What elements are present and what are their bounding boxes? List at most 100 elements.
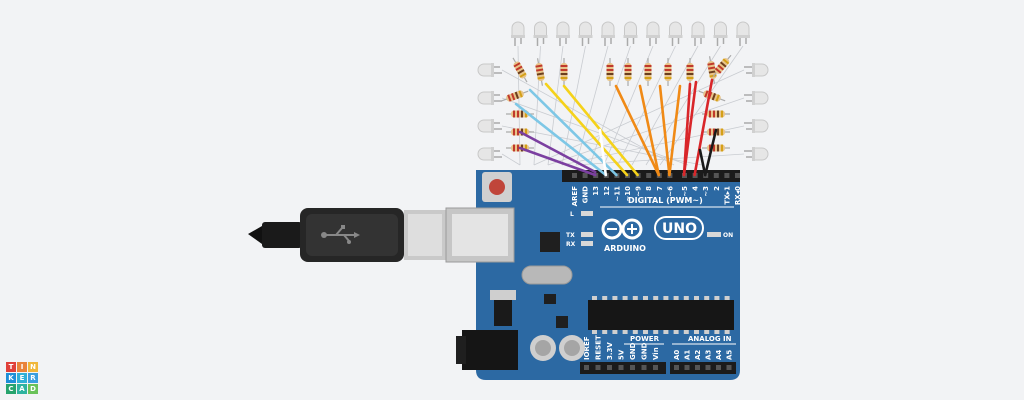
jumper-wire[interactable] [658,84,671,177]
resistor[interactable] [686,58,694,86]
resistor-band [704,90,709,98]
analog-pin-hole[interactable] [726,365,732,370]
led-base [623,35,638,38]
led[interactable] [511,21,525,46]
digital-pin-hole[interactable] [713,173,719,178]
led[interactable] [601,21,615,46]
jumper-wire[interactable] [698,148,707,177]
led[interactable] [556,21,570,46]
led-body [753,63,769,77]
resistor-body [535,63,545,81]
analog-pin-hole[interactable] [716,365,721,370]
digital-pin-hole[interactable] [582,173,588,178]
resistor[interactable] [710,53,733,79]
jumper-wire[interactable] [518,146,597,177]
led-tx-label: TX [566,232,575,239]
reset-button-cap[interactable] [489,179,505,195]
chip-pin [704,330,710,334]
led[interactable] [646,21,660,46]
jumper-wire[interactable] [638,84,661,177]
resistor[interactable] [534,58,546,87]
digital-pin-hole[interactable] [735,173,740,178]
resistor-band [722,58,730,65]
resistor-body [644,63,652,81]
small-chip [544,294,556,304]
chip-pin [663,296,669,300]
led[interactable] [668,21,683,46]
resistor-band [517,128,519,136]
power-pin-hole[interactable] [653,365,658,370]
resistor-band [717,128,719,136]
resistor[interactable] [702,144,730,152]
usb-cable[interactable] [248,208,446,262]
led[interactable] [744,91,769,105]
led[interactable] [691,21,705,46]
resistor-band [560,73,568,75]
chip-pin [602,296,608,300]
power-pin-hole[interactable] [641,365,647,370]
led[interactable] [477,91,502,105]
led-base [491,91,494,105]
led[interactable] [477,147,502,161]
jumper-wire[interactable] [514,102,608,177]
led[interactable] [744,119,769,133]
power-pin-hole[interactable] [607,365,612,370]
resistor[interactable] [506,110,534,118]
resistor[interactable] [560,58,568,86]
analog-pin-hole[interactable] [674,365,679,370]
power-pin-hole[interactable] [630,365,635,370]
jumper-wires[interactable] [514,78,718,177]
led[interactable] [713,21,728,46]
jumper-wire[interactable] [544,82,629,177]
led[interactable] [477,63,502,77]
digital-pin-hole[interactable] [572,173,577,178]
jumper-wire[interactable] [693,78,714,177]
jumper-wire[interactable] [614,84,661,177]
power-pin-label: GND [629,342,637,360]
resistor[interactable] [501,88,530,104]
resistor[interactable] [606,58,614,86]
power-pin-hole[interactable] [595,365,601,370]
chip-pin [592,296,597,300]
power-pin-hole[interactable] [584,365,589,370]
digital-pin-label: 13 [592,186,600,196]
led-body [556,21,570,37]
resistor[interactable] [644,58,652,86]
power-pin-hole[interactable] [618,365,624,370]
jumper-wire[interactable] [682,82,692,177]
led[interactable] [533,21,548,46]
led-l-label: L [570,211,574,218]
resistor[interactable] [624,58,632,86]
led-on [707,232,721,237]
led-body [534,21,547,37]
digital-pin-hole[interactable] [724,173,730,178]
led-body [477,147,493,161]
digital-pin-label: 7 [656,186,664,191]
regulator-tab [490,290,516,300]
crystal [521,265,573,285]
led-body [579,21,592,37]
led[interactable] [736,21,750,46]
led[interactable] [623,21,638,46]
led[interactable] [744,147,769,161]
led[interactable] [744,63,769,77]
jumper-wire[interactable] [668,84,682,177]
jumper-wire[interactable] [528,88,618,177]
analog-pin-hole[interactable] [705,365,711,370]
led-base [491,147,494,161]
led[interactable] [477,119,502,133]
jumper-wire[interactable] [598,128,608,177]
resistor[interactable] [510,56,530,84]
digital-pin-hole[interactable] [646,173,652,178]
analog-pin-hole[interactable] [695,365,700,370]
led[interactable] [578,21,593,46]
resistor[interactable] [664,58,672,86]
led-body [736,21,750,37]
jumper-wire[interactable] [518,130,597,174]
chip-pin [622,330,628,334]
jumper-wire[interactable] [703,128,718,177]
analog-pin-hole[interactable] [684,365,690,370]
resistor-band [717,64,725,71]
